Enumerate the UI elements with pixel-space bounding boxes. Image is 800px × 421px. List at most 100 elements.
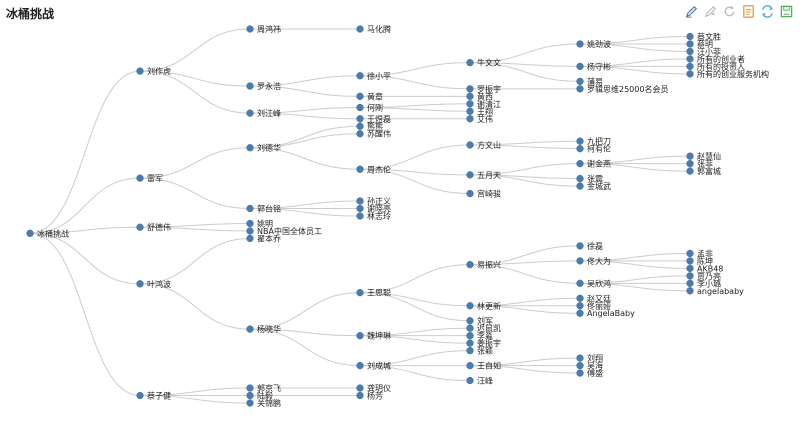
tree-node[interactable]: 刘作虎 <box>136 66 171 76</box>
tree-node-dot[interactable] <box>686 62 694 71</box>
tree-node[interactable]: 易振兴 <box>466 260 501 270</box>
tree-node-dot[interactable] <box>576 40 584 48</box>
pencil-icon[interactable] <box>684 4 699 19</box>
tree-node-dot[interactable] <box>466 59 474 67</box>
tree-node-dot[interactable] <box>136 67 144 75</box>
tree-node-dot[interactable] <box>686 264 694 273</box>
tree-node-dot[interactable] <box>576 294 584 302</box>
tree-node-dot[interactable] <box>246 144 254 152</box>
tree-node-dot[interactable] <box>26 229 34 237</box>
tree-node-dot[interactable] <box>356 25 364 33</box>
tree-node[interactable]: 翟本乔 <box>246 233 281 243</box>
tree-node-dot[interactable] <box>466 107 474 115</box>
tree-node[interactable]: 佟丽娅 <box>576 301 611 311</box>
tree-node[interactable]: AKB48 <box>686 264 724 273</box>
tree-node-dot[interactable] <box>246 384 254 392</box>
tree-node[interactable]: 陈坤 <box>686 256 713 266</box>
tree-node[interactable]: 魏坤琳 <box>356 331 391 341</box>
tree-node[interactable]: 姚明 <box>246 218 273 228</box>
tree-node-dot[interactable] <box>136 280 144 288</box>
tree-node-dot[interactable] <box>686 287 694 295</box>
tree-node-dot[interactable] <box>246 391 254 400</box>
tree-node[interactable]: 杨晓华 <box>246 324 281 334</box>
tree-node[interactable]: 舒德伟 <box>136 222 171 232</box>
tree-node[interactable]: 王翔 <box>466 106 493 116</box>
tree-node[interactable]: 迟鼠凯 <box>466 323 501 333</box>
tree-node-dot[interactable] <box>356 115 364 123</box>
tree-node[interactable]: 郭台铭 <box>246 204 281 214</box>
tree-node-dot[interactable] <box>356 130 364 138</box>
tree-node[interactable]: 徐磊 <box>576 241 603 251</box>
tree-node-dot[interactable] <box>686 272 694 280</box>
tree-node-dot[interactable] <box>466 189 474 198</box>
tree-node[interactable]: 汪小菲 <box>686 46 721 56</box>
tree-node-dot[interactable] <box>466 302 474 310</box>
tree-node[interactable]: 罗振宇 <box>466 84 501 94</box>
tree-node-dot[interactable] <box>246 219 254 228</box>
tree-node[interactable]: 王煜磊 <box>356 114 391 124</box>
tree-node[interactable]: 龚玥仪 <box>356 383 391 393</box>
tree-node-dot[interactable] <box>356 197 364 205</box>
tree-node-dot[interactable] <box>246 82 254 90</box>
tree-node[interactable]: 九把刀 <box>576 136 611 146</box>
tree-node[interactable]: 刘翔 <box>576 353 603 363</box>
tree-node-dot[interactable] <box>356 332 364 340</box>
tree-node[interactable]: 所有的创业者 <box>686 54 745 64</box>
tree-node[interactable]: 熊熊 <box>356 121 383 131</box>
tree-node[interactable]: 杨芳 <box>356 391 383 401</box>
tree-node[interactable]: 金城武 <box>576 181 611 191</box>
tree-node-dot[interactable] <box>576 257 584 265</box>
tree-node-dot[interactable] <box>356 204 364 213</box>
tree-node-dot[interactable] <box>466 376 474 385</box>
tree-node[interactable]: 宫崎骏 <box>466 189 501 199</box>
tree-node-dot[interactable] <box>136 174 144 182</box>
tree-node[interactable]: 所有的创业服务机构 <box>686 69 769 79</box>
tree-node-dot[interactable] <box>356 384 364 392</box>
tree-node[interactable]: 郭京飞 <box>246 383 281 393</box>
tree-node[interactable]: 谢金燕 <box>576 159 611 169</box>
tree-node-dot[interactable] <box>136 391 144 400</box>
tree-node[interactable]: 赵又廷 <box>576 293 611 303</box>
tree-node[interactable]: 艾伟 <box>466 114 493 124</box>
tree-node-dot[interactable] <box>576 354 584 362</box>
tree-node[interactable]: angelababy <box>686 287 745 296</box>
tree-node-dot[interactable] <box>576 137 584 145</box>
tree-node[interactable]: 蔡文胜 <box>686 31 721 41</box>
tree-node-dot[interactable] <box>686 40 694 48</box>
tree-node-dot[interactable] <box>576 302 584 310</box>
tree-node[interactable]: 孟非 <box>686 248 713 258</box>
tree-node[interactable]: 周鸿祎 <box>246 24 281 34</box>
tree-node[interactable]: 赵慧仙 <box>686 151 721 161</box>
tree-node-dot[interactable] <box>576 279 584 287</box>
tree-node[interactable]: 徐小平 <box>356 71 391 81</box>
refresh-icon[interactable] <box>722 4 737 19</box>
tree-node-dot[interactable] <box>466 324 474 332</box>
tree-node[interactable]: 刘德华 <box>246 143 281 153</box>
tree-node-dot[interactable] <box>576 62 584 71</box>
tree-node-dot[interactable] <box>466 361 474 370</box>
tree-node-dot[interactable] <box>356 103 364 112</box>
tree-node[interactable]: 张颖 <box>466 346 493 356</box>
tree-node[interactable]: 吴欣鸿 <box>576 278 611 288</box>
tree-node-dot[interactable] <box>576 174 584 183</box>
tree-node[interactable]: 马化腾 <box>356 24 391 34</box>
tree-node-dot[interactable] <box>246 204 254 213</box>
tree-node[interactable]: 周杰伦 <box>356 164 391 174</box>
tree-node-dot[interactable] <box>576 361 584 370</box>
tree-node-dot[interactable] <box>466 260 474 269</box>
tree-node-dot[interactable] <box>576 369 584 377</box>
tree-node-dot[interactable] <box>576 145 584 153</box>
tree-node[interactable]: 罗永浩 <box>246 81 281 91</box>
tree-node[interactable]: 林志玲 <box>356 211 391 221</box>
tree-node-dot[interactable] <box>686 249 694 258</box>
tree-node[interactable]: 罗辑思维25000名会员 <box>576 84 669 94</box>
tree-node-dot[interactable] <box>576 77 584 86</box>
tree-node-dot[interactable] <box>466 332 474 340</box>
tree-node[interactable]: 所有的投资人 <box>686 61 745 71</box>
tree-node[interactable]: 谢晓亮 <box>356 204 391 214</box>
tree-node-dot[interactable] <box>246 227 254 235</box>
tree-node[interactable]: 苏醒伟 <box>356 129 391 139</box>
tree-node[interactable]: 林更新 <box>466 301 501 311</box>
tree-node[interactable]: 方文山 <box>466 140 501 150</box>
tree-node-dot[interactable] <box>356 122 364 130</box>
